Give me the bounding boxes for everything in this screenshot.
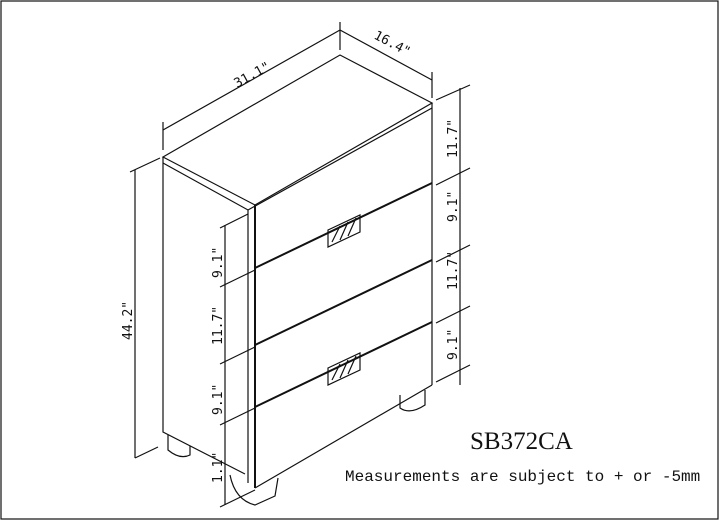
- foot-left: [167, 435, 191, 458]
- right-dim-1: 11.7": [446, 119, 461, 158]
- depth-dim-line: [339, 29, 433, 81]
- right-dim-4: 9.1": [446, 329, 461, 360]
- drawer-line-3: [254, 321, 433, 408]
- handle-hatch: [331, 217, 357, 381]
- right-dim-3: 11.7": [446, 251, 461, 290]
- measurement-note: Measurements are subject to + or -5mm: [345, 468, 701, 486]
- depth-label: 16.4": [371, 28, 413, 60]
- width-dim-line: [162, 29, 341, 131]
- left-dim-2: 11.7": [211, 306, 226, 345]
- top-edge: [162, 107, 433, 211]
- height-label: 44.2": [121, 301, 136, 340]
- left-dim-4: 1.1": [211, 452, 226, 483]
- foot-front: [229, 474, 279, 506]
- drawer-line-1: [254, 182, 433, 269]
- drawer-line-2: [254, 259, 433, 346]
- left-dim-1: 9.1": [211, 247, 226, 278]
- handle-bottom: [327, 352, 361, 386]
- front-bottom-edge: [254, 384, 433, 489]
- model-number: SB372CA: [470, 428, 573, 455]
- width-label: 31.1": [232, 59, 274, 91]
- foot-right: [399, 390, 426, 412]
- left-dim-3: 9.1": [211, 384, 226, 415]
- right-dim-2: 9.1": [446, 191, 461, 222]
- side-panel: [162, 157, 246, 475]
- handle-top: [327, 214, 361, 248]
